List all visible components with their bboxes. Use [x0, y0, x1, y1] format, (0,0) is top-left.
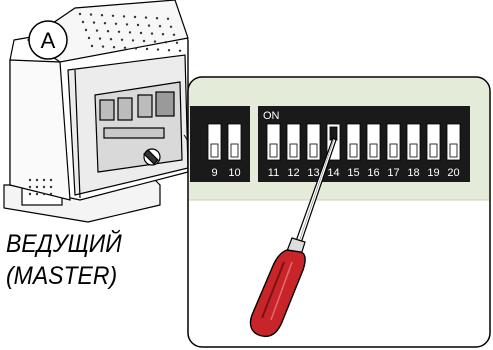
- dip-number-label: 16: [367, 167, 379, 179]
- vent-dot: [88, 37, 90, 39]
- vent-dot: [156, 17, 158, 19]
- vent-dot: [96, 29, 98, 31]
- dip-number-label: 20: [447, 167, 459, 179]
- vent-dot: [113, 46, 115, 48]
- vent-dot: [129, 31, 131, 33]
- vent-dot: [159, 25, 161, 27]
- vent-dot: [43, 193, 45, 195]
- dip-number-label: 11: [268, 167, 279, 179]
- vent-dot: [123, 15, 125, 17]
- vent-dot: [162, 33, 164, 35]
- vent-dot: [145, 16, 147, 18]
- vent-dot: [168, 49, 170, 51]
- vent-dot: [91, 45, 93, 47]
- dip-switch-12[interactable]: 12: [287, 124, 300, 179]
- vent-dot: [93, 21, 95, 23]
- vent-dot: [140, 32, 142, 34]
- dip-switch-15[interactable]: 15: [347, 124, 360, 179]
- dip-number-label: 12: [287, 167, 299, 179]
- vent-dot: [82, 21, 84, 23]
- vent-dot: [90, 13, 92, 15]
- dip-switch-11[interactable]: 11: [267, 124, 280, 179]
- vent-dot: [29, 186, 31, 188]
- dip-switch-16[interactable]: 16: [367, 124, 380, 179]
- dip-number-label: 17: [387, 167, 399, 179]
- vent-dot: [50, 193, 52, 195]
- dip-switch-20[interactable]: 20: [447, 124, 460, 179]
- vent-dot: [43, 186, 45, 188]
- dip-switch-10[interactable]: 10: [228, 124, 241, 179]
- vent-dot: [85, 29, 87, 31]
- dip-on-label: ON: [263, 110, 280, 122]
- vent-dot: [115, 23, 117, 25]
- vent-dot: [148, 24, 150, 26]
- caption-line2: (MASTER): [6, 262, 117, 291]
- vent-dot: [179, 50, 181, 52]
- vent-dot: [121, 39, 123, 41]
- vent-dot: [124, 47, 126, 49]
- dip-number-label: 9: [211, 167, 217, 179]
- vent-dot: [36, 179, 38, 181]
- callout-letter: A: [41, 28, 56, 53]
- vent-dot: [107, 30, 109, 32]
- dip-number-label: 18: [407, 167, 419, 179]
- vent-dot: [50, 179, 52, 181]
- vent-dot: [99, 37, 101, 39]
- dip-number-label: 14: [327, 167, 339, 179]
- vent-dot: [134, 16, 136, 18]
- vent-dot: [79, 13, 81, 15]
- vent-dot: [29, 179, 31, 181]
- vent-dot: [126, 23, 128, 25]
- dip-switch-13[interactable]: 13: [307, 124, 320, 179]
- dip-number-label: 13: [307, 167, 319, 179]
- dip-number-label: 15: [347, 167, 359, 179]
- vent-dot: [102, 45, 104, 47]
- vent-dot: [50, 186, 52, 188]
- dip-switch-18[interactable]: 18: [407, 124, 420, 179]
- vent-dot: [118, 31, 120, 33]
- caption-line1: ВЕДУЩИЙ: [6, 230, 122, 259]
- vent-dot: [29, 193, 31, 195]
- vent-dot: [104, 22, 106, 24]
- vent-dot: [176, 42, 178, 44]
- vent-dot: [43, 179, 45, 181]
- vent-dot: [157, 48, 159, 50]
- vent-dot: [167, 18, 169, 20]
- callout-bubble: A: [29, 21, 67, 59]
- vent-dot: [173, 34, 175, 36]
- vent-dot: [151, 32, 153, 34]
- vent-dot: [36, 193, 38, 195]
- dip-number-label: 19: [427, 167, 439, 179]
- vent-dot: [154, 40, 156, 42]
- vent-dot: [112, 15, 114, 17]
- vent-dot: [132, 39, 134, 41]
- vent-dot: [137, 24, 139, 26]
- vent-dot: [135, 47, 137, 49]
- vent-dot: [165, 41, 167, 43]
- dip-switch-19[interactable]: 19: [427, 124, 440, 179]
- dip-number-label: 10: [228, 167, 240, 179]
- dip-switch-17[interactable]: 17: [387, 124, 400, 179]
- vent-dot: [170, 26, 172, 28]
- vent-dot: [146, 48, 148, 50]
- vent-dot: [101, 14, 103, 16]
- vent-dot: [36, 186, 38, 188]
- vent-dot: [110, 38, 112, 40]
- vent-dot: [143, 40, 145, 42]
